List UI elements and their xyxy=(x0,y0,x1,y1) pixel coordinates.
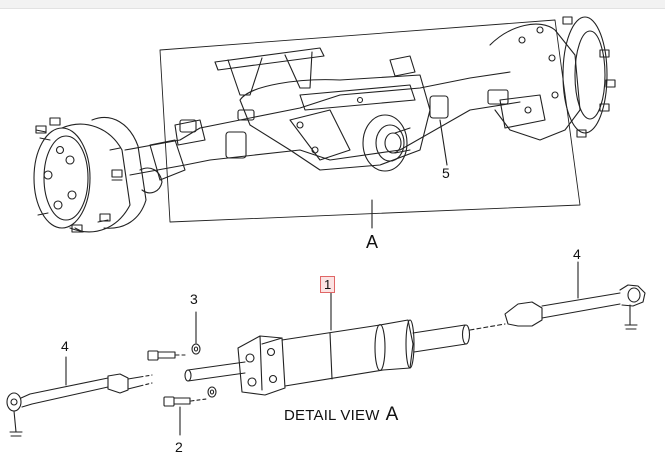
callout-a-top: A xyxy=(366,232,379,252)
callout-4-left: 4 xyxy=(61,338,69,354)
tie-rod-drawing-left xyxy=(6,373,153,437)
callout-5: 5 xyxy=(442,165,450,181)
detail-view-caption: DETAIL VIEW A xyxy=(284,404,398,426)
left-wheel-hub xyxy=(33,116,147,233)
bolt-drawing-upper xyxy=(147,350,189,361)
axle-assembly-drawing xyxy=(33,16,616,233)
steering-cylinder-drawing xyxy=(184,319,506,396)
callout-3: 3 xyxy=(190,291,198,307)
right-wheel-hub xyxy=(489,16,616,141)
axle-housing xyxy=(124,47,521,194)
washer-drawing-upper xyxy=(191,311,201,355)
top-toolbar-strip xyxy=(0,0,665,9)
callout-1-highlighted[interactable]: 1 xyxy=(320,276,336,293)
leader-5 xyxy=(439,119,448,166)
callout-4-right: 4 xyxy=(573,246,581,262)
washer-drawing-lower xyxy=(207,386,217,398)
caption-view-letter: A xyxy=(385,404,399,425)
tie-rod-drawing-right xyxy=(504,284,646,330)
bolt-drawing-lower xyxy=(163,396,207,407)
callout-2: 2 xyxy=(175,439,183,455)
caption-text: DETAIL VIEW xyxy=(284,407,380,424)
